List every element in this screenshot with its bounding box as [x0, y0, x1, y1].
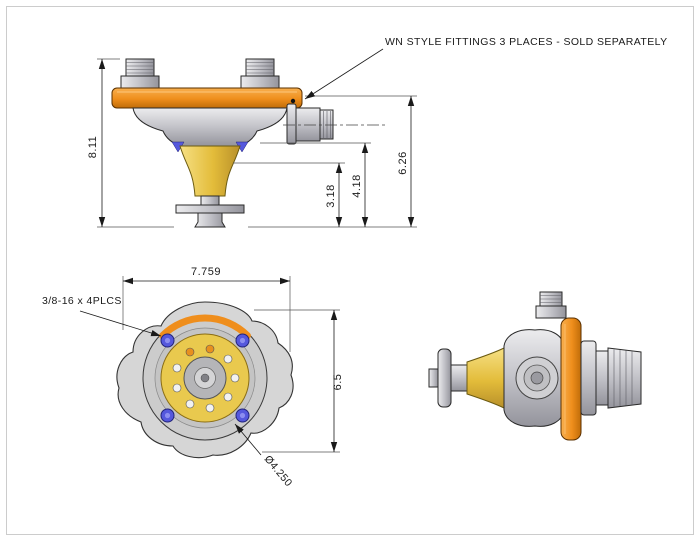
thread-lines: [540, 295, 562, 303]
bolt-center: [239, 412, 246, 419]
fitting-body: [295, 107, 321, 142]
mounting-bolt: [235, 408, 250, 423]
dim-label-cone-height: 3.18: [325, 184, 337, 207]
vent-hole: [290, 98, 296, 104]
inlet-fitting-top-side: [535, 291, 567, 319]
dim-label-body-height: 4.18: [351, 174, 363, 197]
leader-line: [304, 48, 384, 100]
fitting-collar: [535, 305, 567, 319]
page-border: [6, 6, 694, 535]
hole: [172, 383, 182, 393]
shaft-stem: [450, 364, 468, 392]
hole: [205, 403, 215, 413]
dim-label-overall-height: 8.11: [87, 136, 99, 159]
dim-overall-width: 7.759: [122, 266, 291, 352]
impeller-holes: [172, 344, 240, 413]
dim-cone-height: 3.18: [233, 162, 417, 228]
leader-line: [79, 310, 162, 337]
fitting-flange: [286, 103, 297, 145]
port-hole: [530, 371, 544, 385]
inlet-fitting-left: [120, 58, 160, 89]
hole: [223, 354, 233, 364]
fitting-threads: [319, 109, 334, 140]
hole: [230, 373, 240, 383]
impeller-cone-side: [466, 347, 505, 409]
note-bolt-spec: 3/8-16 x 4PLCS: [42, 295, 162, 337]
mounting-plate-side: [560, 317, 582, 441]
top-view: 7.759 6.5 3/8-16 x 4PLCS Ø4.250: [42, 266, 344, 489]
pump-body: [132, 107, 288, 147]
hole: [185, 399, 195, 409]
fitting-collar: [120, 75, 160, 89]
shaft-nub: [428, 368, 439, 388]
hole-orange: [205, 344, 215, 354]
mounting-bolts: [160, 333, 250, 423]
fitting-collar: [240, 75, 280, 89]
mounting-plate: [111, 87, 303, 109]
shaft: [200, 195, 220, 206]
leader-line: [234, 423, 262, 456]
note-fittings-label: WN STYLE FITTINGS 3 PLACES - SOLD SEPARA…: [385, 36, 668, 48]
front-view: 8.11 3.18 4.18 6.26 WN STYLE FITTINGS 3 …: [87, 36, 668, 228]
outlet-fitting-side: [286, 103, 334, 145]
center-hole: [200, 373, 210, 383]
dim-label-overall-width: 7.759: [191, 266, 221, 278]
outlet-fitting-right: [580, 340, 642, 416]
dim-label-view-height: 6.5: [332, 374, 344, 391]
hole: [172, 363, 182, 373]
dim-label-plate-height: 6.26: [397, 151, 409, 174]
note-fittings: WN STYLE FITTINGS 3 PLACES - SOLD SEPARA…: [304, 36, 668, 100]
dim-plate-height: 6.26: [305, 95, 417, 227]
side-view: [428, 291, 642, 441]
fitting-threads: [607, 347, 642, 409]
thread-lines: [246, 62, 274, 74]
note-bolt-circle-label: Ø4.250: [262, 453, 295, 489]
base-flange: [175, 204, 245, 214]
hole: [223, 392, 233, 402]
fitting-threads: [125, 58, 155, 77]
fitting-flange: [580, 340, 597, 416]
dim-body-height: 4.18: [260, 142, 371, 227]
extension-lines: [254, 309, 340, 453]
bolt-center: [239, 337, 246, 344]
hole-orange: [185, 347, 195, 357]
fitting-threads: [245, 58, 275, 77]
thread-lines: [613, 349, 633, 407]
dim-view-height: 6.5: [254, 309, 344, 453]
extension-lines: [122, 276, 291, 352]
fitting-neck: [595, 350, 609, 406]
base-hub: [194, 212, 226, 228]
thread-lines: [323, 111, 331, 138]
plate-edge-arc: [159, 314, 251, 340]
mounting-bolt: [160, 333, 175, 348]
thread-lines: [126, 62, 154, 74]
dim-overall-height: 8.11: [87, 58, 174, 228]
impeller-cone: [179, 145, 241, 197]
inlet-fitting-right: [240, 58, 280, 89]
bolt-center: [164, 412, 171, 419]
mounting-bolt: [160, 408, 175, 423]
base-disc: [437, 348, 452, 408]
extension-lines: [233, 162, 417, 228]
note-bolt-spec-label: 3/8-16 x 4PLCS: [42, 295, 122, 307]
bolt-center: [164, 337, 171, 344]
mounting-bolt: [235, 333, 250, 348]
